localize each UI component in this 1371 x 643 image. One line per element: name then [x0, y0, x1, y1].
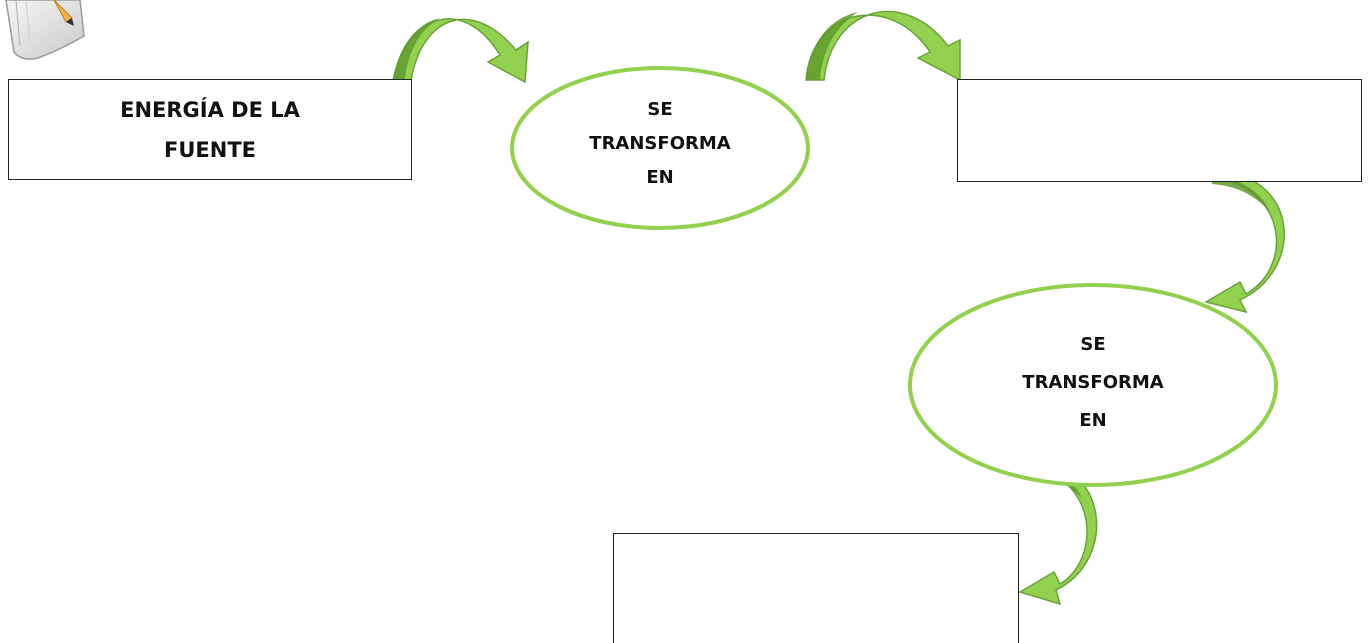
- curved-arrow-1: [391, 18, 529, 89]
- transform-node-2-line-3: EN: [1079, 410, 1107, 431]
- result-box-1[interactable]: [957, 79, 1362, 182]
- source-energy-label: ENERGÍA DE LA FUENTE: [95, 90, 325, 170]
- transform-node-1-line-1: SE: [647, 99, 673, 120]
- source-energy-line-2: FUENTE: [164, 137, 256, 162]
- transform-node-2-line-2: TRANSFORMA: [1022, 372, 1164, 393]
- result-box-2[interactable]: [613, 533, 1019, 643]
- transform-ellipse-2: [908, 283, 1278, 487]
- source-energy-line-1: ENERGÍA DE LA: [120, 97, 300, 122]
- transform-node-1-label: SE TRANSFORMA EN: [560, 93, 760, 195]
- transform-node-2-label: SE TRANSFORMA EN: [993, 326, 1193, 440]
- transform-ellipse-1: [510, 66, 810, 230]
- transform-node-1-line-2: TRANSFORMA: [589, 133, 731, 154]
- curved-arrow-3: [1204, 169, 1285, 314]
- notepad-pencil-icon: [5, 0, 85, 60]
- transform-node-1-line-3: EN: [646, 167, 674, 188]
- source-energy-box: ENERGÍA DE LA FUENTE: [8, 79, 412, 180]
- curved-arrow-2: [805, 10, 961, 82]
- transform-node-2-line-1: SE: [1080, 334, 1106, 355]
